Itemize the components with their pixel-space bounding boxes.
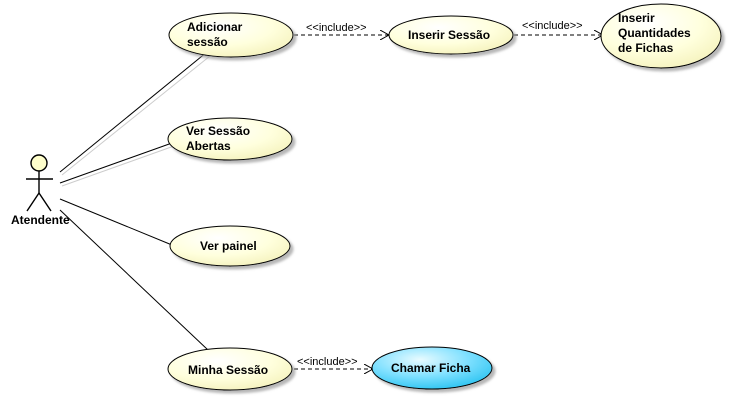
use-case-label: Quantidades: [618, 26, 691, 40]
include-label-2: <<include>>: [522, 20, 583, 32]
include-label-1: <<include>>: [306, 22, 367, 34]
association-adicionar-sessao-shadow: [61, 55, 211, 176]
use-case-inserir-quantidades-de-fichas[interactable]: Inserir Quantidades de Fichas: [600, 3, 722, 69]
use-case-adicionar-sessao[interactable]: Adicionar sessão: [168, 12, 294, 58]
use-case-label: de Fichas: [618, 41, 674, 55]
actor-head: [30, 154, 48, 172]
use-case-ver-sessao-abertas[interactable]: Ver Sessão Abertas: [167, 117, 293, 161]
actor-label: Atendente: [11, 213, 70, 227]
association-ver-painel: [59, 198, 173, 246]
use-case-label: Adicionar: [187, 20, 243, 34]
actor-atendente[interactable]: [26, 154, 53, 212]
associations: [59, 51, 211, 351]
use-case-label: Abertas: [186, 139, 231, 153]
association-minha-sessao: [59, 209, 209, 351]
use-case-label: Chamar Ficha: [391, 361, 471, 375]
use-case-inserir-sessao[interactable]: Inserir Sessão: [388, 15, 514, 55]
include-dependencies: [294, 35, 603, 369]
use-case-label: sessão: [187, 35, 228, 49]
svg-text:Inserir Quantidades: Inserir Quantidades de Fichas: [618, 11, 694, 55]
use-case-chamar-ficha[interactable]: Chamar Ficha: [371, 346, 493, 390]
actor-leg-right: [38, 192, 52, 212]
association-ver-sessao-abertas: [59, 142, 173, 184]
use-case-label: Inserir Sessão: [408, 28, 490, 42]
svg-text:Ver Sessão Abertas: Ver Sessão Abertas: [186, 124, 253, 153]
include-label-3: <<include>>: [297, 356, 358, 368]
use-case-label: Ver Sessão: [186, 124, 250, 138]
association-ver-sessao-abertas-shadow: [61, 145, 175, 187]
svg-text:Adicionar sessão: Adicionar sessão: [187, 20, 246, 49]
actor-leg-left: [26, 192, 40, 212]
use-case-ver-painel[interactable]: Ver painel: [169, 225, 291, 267]
association-adicionar-sessao: [59, 51, 208, 173]
use-case-minha-sessao[interactable]: Minha Sessão: [167, 347, 293, 391]
use-case-label: Inserir: [618, 11, 655, 25]
use-case-label: Minha Sessão: [188, 363, 268, 377]
use-case-label: Ver painel: [200, 239, 257, 253]
